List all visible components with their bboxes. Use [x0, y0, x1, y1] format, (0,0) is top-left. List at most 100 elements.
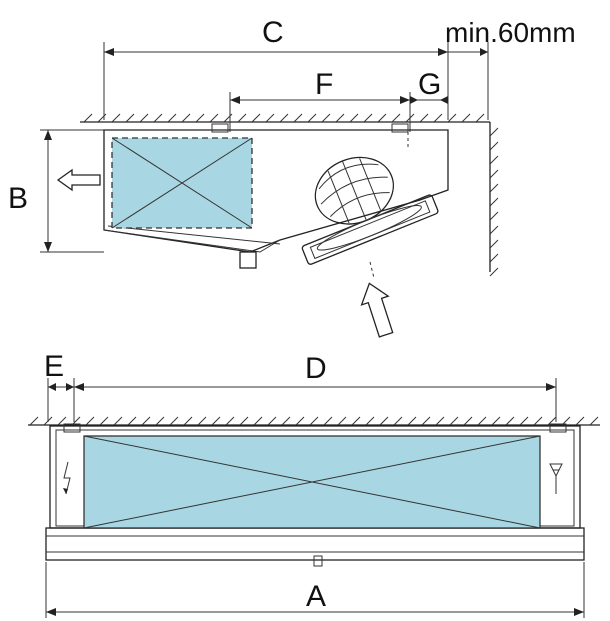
dimension-a: A [45, 562, 585, 618]
hatch-mark [237, 113, 247, 123]
hatch-mark [267, 416, 277, 426]
hatch-mark [239, 416, 249, 426]
hatch-mark [489, 169, 499, 179]
hatch-mark [211, 416, 221, 426]
hatch-mark [195, 113, 205, 123]
hatch-mark [447, 113, 457, 123]
arrow-up-icon [360, 261, 394, 338]
label-d: D [305, 352, 327, 385]
hatch-mark [491, 416, 501, 426]
hatch-mark [253, 416, 263, 426]
dimension-clearance: min.60mm [445, 17, 576, 120]
hatch-mark [547, 416, 557, 426]
drain-stub [239, 251, 257, 269]
hatch-mark [141, 416, 151, 426]
hatch-mark [407, 416, 417, 426]
ceiling-bottom [28, 416, 600, 426]
hatch-mark [281, 416, 291, 426]
label-e: E [44, 350, 64, 383]
hatch-mark [489, 211, 499, 221]
label-f: F [315, 68, 333, 101]
hatch-mark [421, 416, 431, 426]
hatch-mark [309, 416, 319, 426]
hatch-mark [575, 416, 585, 426]
hatch-mark [169, 416, 179, 426]
hatch-mark [209, 113, 219, 123]
hatch-mark [111, 113, 121, 123]
hatch-mark [251, 113, 261, 123]
label-clearance: min.60mm [445, 17, 576, 48]
hatch-mark [519, 416, 529, 426]
hatch-mark [433, 113, 443, 123]
hatch-mark [377, 113, 387, 123]
hatch-mark [197, 416, 207, 426]
coil-front [83, 435, 541, 529]
label-b: B [8, 182, 28, 215]
hatch-mark [489, 225, 499, 235]
unit-housing-side [103, 123, 449, 269]
hatch-mark [365, 416, 375, 426]
hatch-mark [83, 113, 93, 123]
dimension-e: E [44, 350, 75, 422]
hatch-mark [489, 197, 499, 207]
hatch-mark [489, 155, 499, 165]
hatch-mark [183, 416, 193, 426]
hatch-mark [505, 416, 515, 426]
hatch-mark [419, 113, 429, 123]
hatch-mark [153, 113, 163, 123]
hatch-mark [391, 113, 401, 123]
ceiling-top [80, 113, 499, 277]
hatch-mark [533, 416, 543, 426]
hatch-mark [43, 416, 53, 426]
hatch-mark [127, 416, 137, 426]
hatch-mark [181, 113, 191, 123]
hatch-mark [489, 127, 499, 137]
hatch-mark [307, 113, 317, 123]
hatch-mark [489, 183, 499, 193]
funnel-icon [549, 463, 563, 494]
hatch-mark [351, 416, 361, 426]
hatch-mark [589, 416, 599, 426]
hatch-mark [337, 416, 347, 426]
hatch-mark [475, 113, 485, 123]
label-a: A [306, 580, 326, 613]
dimension-f: F [229, 68, 411, 132]
dimension-c: C [103, 16, 449, 120]
hatch-mark [225, 416, 235, 426]
hatch-mark [155, 416, 165, 426]
hatch-mark [489, 141, 499, 151]
hatch-mark [463, 416, 473, 426]
hatch-mark [97, 113, 107, 123]
hatch-mark [321, 113, 331, 123]
hatch-mark [223, 113, 233, 123]
hatch-mark [349, 113, 359, 123]
hatch-mark [489, 239, 499, 249]
hatch-mark [489, 267, 499, 277]
hatch-mark [85, 416, 95, 426]
hatch-mark [265, 113, 275, 123]
hatch-mark [279, 113, 289, 123]
dimension-d: D [74, 352, 557, 422]
hatch-mark [99, 416, 109, 426]
label-c: C [262, 16, 284, 49]
dimension-g: G [410, 68, 448, 104]
hatch-mark [167, 113, 177, 123]
lightning-icon [63, 461, 71, 495]
drain-stub-front [313, 555, 323, 567]
hatch-mark [125, 113, 135, 123]
label-g: G [418, 68, 441, 101]
hatch-mark [477, 416, 487, 426]
hatch-mark [461, 113, 471, 123]
hatch-mark [323, 416, 333, 426]
hatch-mark [293, 113, 303, 123]
front-view: E D [28, 350, 600, 618]
hatch-mark [295, 416, 305, 426]
hatch-mark [139, 113, 149, 123]
dimension-b: B [8, 129, 104, 253]
hatch-mark [379, 416, 389, 426]
side-view: C min.60mm F G [8, 16, 576, 338]
hatch-mark [335, 113, 345, 123]
coil-side [111, 137, 253, 229]
hatch-mark [489, 253, 499, 263]
